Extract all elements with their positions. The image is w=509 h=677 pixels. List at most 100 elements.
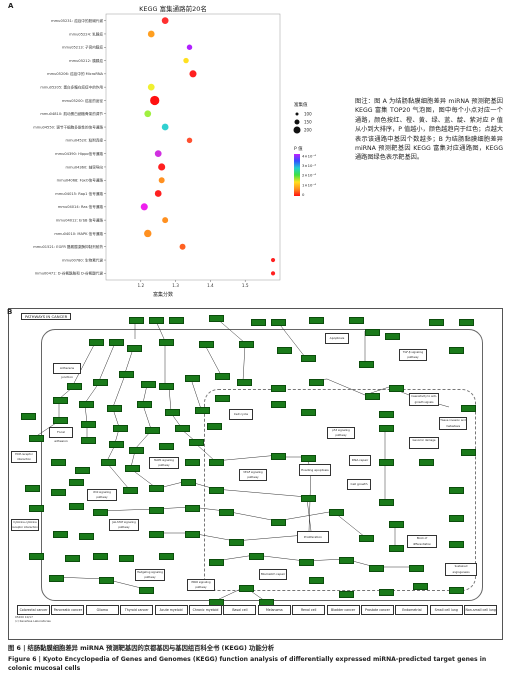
gene-node [239, 341, 254, 348]
gene-node [189, 439, 204, 446]
y-tick-label: mmu04810: 肌动蛋白细胞骨架的调节 [40, 111, 103, 116]
panel-a-label: A [8, 2, 14, 10]
gene-node [29, 505, 44, 512]
gene-node [449, 587, 464, 594]
gene-node [215, 373, 230, 380]
pathway-edge [130, 468, 156, 488]
pathway-edge [276, 510, 336, 522]
metastasis-box: Tissue invasion and metastasis [439, 417, 467, 430]
gene-node [81, 437, 96, 444]
gene-node [185, 459, 200, 466]
gene-node [369, 565, 384, 572]
gene-node [301, 355, 316, 362]
gene-node [75, 467, 90, 474]
gene-node [349, 317, 364, 324]
gene-node [69, 503, 84, 510]
gene-node [79, 533, 94, 540]
bubble-point [186, 137, 193, 144]
pathway-edge [326, 378, 366, 396]
size-legend-dot [294, 119, 300, 125]
figure-legend-text: 图注：图 A 为结肠黏膜细胞差异 miRNA 预测靶基因 KEGG 富集 TOP… [355, 98, 504, 162]
gene-node [301, 409, 316, 416]
bubble-point [158, 163, 166, 171]
y-tick-label: mmu00780: 生物素代谢 [62, 257, 103, 262]
cancer-type-box: Small cell lung cancer [429, 605, 463, 615]
gene-node [149, 507, 164, 514]
gene-node [159, 443, 174, 450]
nucleus-compartment [204, 389, 476, 591]
gene-node [107, 405, 122, 412]
chart-title: KEGG 富集通路前20名 [139, 4, 207, 13]
bubble-point [140, 203, 148, 211]
gene-node [429, 319, 444, 326]
y-tick-label: mmu04550: 调节干细胞多能性的信号通路 [33, 124, 103, 129]
cancer-type-box: Glioma [85, 605, 119, 615]
gene-node [339, 591, 354, 598]
gene-node [359, 361, 374, 368]
gene-node [53, 417, 68, 424]
gene-node [51, 489, 66, 496]
cancer-type-box: Basal cell carcinoma [223, 605, 257, 615]
ecm-receptor-box: ECM-receptor interaction [11, 451, 37, 463]
mismatch-repair-box: Mismatch repair [259, 569, 287, 580]
gene-node [237, 379, 252, 386]
pathway-title: PATHWAYS IN CANCER [21, 313, 72, 320]
gene-node [209, 559, 224, 566]
gene-node [449, 541, 464, 548]
gene-node [379, 459, 394, 466]
gene-node [229, 539, 244, 546]
cancer-type-box: Prostate cancer [361, 605, 394, 615]
gene-node [271, 519, 286, 526]
bubble-point [144, 110, 152, 118]
size-legend-dot [295, 112, 299, 116]
gene-node [67, 383, 82, 390]
gene-node [309, 379, 324, 386]
pathway-edge [194, 442, 216, 462]
pathway-edge [242, 344, 246, 382]
bubble-point [270, 271, 276, 276]
gene-node [175, 425, 190, 432]
cancer-type-box: Thyroid cancer [120, 605, 154, 615]
gene-node [93, 379, 108, 386]
gene-node [365, 393, 380, 400]
bubble-point [158, 177, 165, 184]
cancer-type-box: Chronic myeloid leukemia [189, 605, 222, 615]
gene-node [159, 383, 174, 390]
gene-node [215, 395, 230, 402]
size-legend-dot [293, 126, 301, 134]
pathway-edge [168, 386, 172, 412]
x-tick-label: 1.3 [172, 283, 179, 288]
gene-node [49, 575, 64, 582]
pathway-edge [306, 498, 312, 532]
gene-node [25, 485, 40, 492]
gene-node [219, 509, 234, 516]
y-tick-label: mmu04520: 粘附连接 [66, 138, 104, 143]
bubble-point [162, 217, 169, 224]
bubble-point [161, 123, 169, 131]
cell-cycle-box: Cell cycle [229, 409, 253, 420]
panel-b-kegg-map: B PATHWAYS IN CANCER Adherens junction F… [7, 308, 503, 640]
gene-node [365, 329, 380, 336]
cancer-type-box: Renal cell carcinoma [292, 605, 326, 615]
bubble-point [154, 190, 162, 197]
gene-node [119, 371, 134, 378]
gene-node [79, 401, 94, 408]
color-legend-title: P 值 [294, 145, 303, 152]
gene-node [459, 319, 474, 326]
cancer-type-box: Bladder cancer [326, 605, 360, 615]
gene-node [53, 397, 68, 404]
gene-node [461, 449, 476, 456]
gene-node [51, 459, 66, 466]
gene-node [277, 347, 292, 354]
gene-node [209, 487, 224, 494]
pathway-edge [190, 378, 202, 410]
jak-stat-box: Jak-STAT signaling pathway [109, 519, 139, 531]
gene-node [299, 559, 314, 566]
gene-node [181, 479, 196, 486]
mapk-box: MAPK signaling pathway [149, 457, 179, 469]
bubble-point [144, 229, 152, 238]
gene-node [89, 339, 104, 346]
gene-node [271, 401, 286, 408]
gene-node [209, 315, 224, 322]
